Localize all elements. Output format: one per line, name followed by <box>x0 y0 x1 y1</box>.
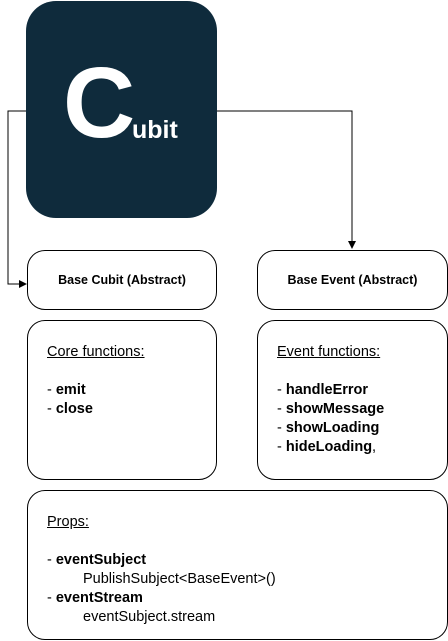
core-functions-list: - emit- close <box>47 381 216 419</box>
list-item-bullet: - <box>47 552 56 568</box>
base-event-title: Base Event (Abstract) <box>287 273 418 287</box>
event-functions-panel: Event functions: - handleError- showMess… <box>257 320 448 480</box>
list-item-name: hideLoading <box>285 439 373 455</box>
list-item: - hideLoading, <box>277 438 447 457</box>
base-cubit-title: Base Cubit (Abstract) <box>58 273 186 287</box>
list-item-name: handleError <box>285 382 369 398</box>
list-item-name: showMessage <box>285 401 385 417</box>
event-functions-heading: Event functions: <box>277 344 381 360</box>
list-item-bullet: - <box>47 590 56 606</box>
list-item: - showLoading <box>277 419 447 438</box>
list-item-bullet: - <box>277 420 286 436</box>
list-item-name: eventSubject <box>55 552 147 568</box>
list-item-bullet: - <box>277 382 286 398</box>
logo-text-ubit: ubit <box>132 116 178 144</box>
core-functions-heading: Core functions: <box>47 344 145 360</box>
list-item: - handleError <box>277 381 447 400</box>
list-item-detail: eventSubject.stream <box>83 609 216 625</box>
logo-letter-c: C <box>63 47 136 159</box>
cubit-logo: C ubit <box>26 1 217 218</box>
list-item-detail: PublishSubject<BaseEvent>() <box>83 571 276 587</box>
list-item-name: showLoading <box>285 420 380 436</box>
connector-arrow-to-base-cubit <box>7 110 27 288</box>
list-item: - eventSubject <box>47 551 447 570</box>
list-item-bullet: - <box>277 401 286 417</box>
list-item-suffix: , <box>372 439 377 455</box>
list-item-bullet: - <box>47 401 56 417</box>
list-item: - emit <box>47 381 216 400</box>
list-item-name: close <box>55 401 93 417</box>
event-functions-list: - handleError- showMessage- showLoading-… <box>277 381 447 457</box>
base-event-node: Base Event (Abstract) <box>257 250 448 310</box>
list-item-bullet: - <box>277 439 286 455</box>
core-functions-panel: Core functions: - emit- close <box>27 320 217 480</box>
list-item: - close <box>47 400 216 419</box>
props-heading: Props: <box>47 514 89 530</box>
connector-arrow-to-base-event <box>217 110 356 249</box>
list-item: - showMessage <box>277 400 447 419</box>
list-item-name: emit <box>55 382 86 398</box>
list-item-name: eventStream <box>55 590 143 606</box>
list-item-bullet: - <box>47 382 56 398</box>
base-cubit-node: Base Cubit (Abstract) <box>27 250 217 310</box>
list-item: - eventStream <box>47 589 447 608</box>
